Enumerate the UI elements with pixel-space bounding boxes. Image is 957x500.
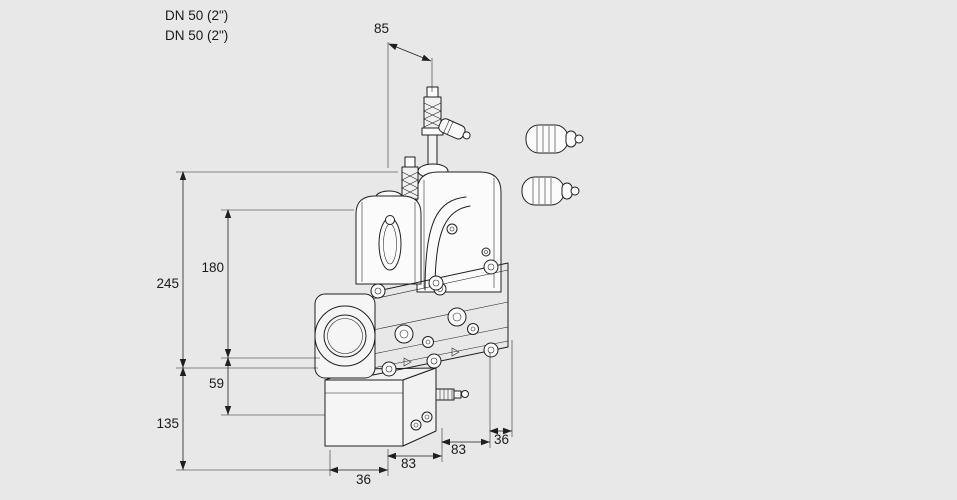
right-actuator bbox=[416, 86, 502, 293]
dim-label-bottom-height: 135 bbox=[156, 416, 179, 431]
left-valve-stem bbox=[401, 156, 419, 200]
connector-plug-1 bbox=[525, 124, 584, 154]
connector-plug-2 bbox=[521, 176, 580, 206]
flange-port bbox=[314, 305, 376, 367]
port-size-label-1: DN 50 (2") bbox=[165, 8, 228, 23]
dim-label-total-height: 245 bbox=[156, 276, 179, 291]
dim-label-bottom-mid-left: 83 bbox=[401, 456, 416, 471]
dim-line-stem-spacing bbox=[388, 43, 432, 62]
flow-arrow-1 bbox=[403, 357, 412, 367]
flow-arrow-2 bbox=[451, 347, 460, 357]
regulator-block bbox=[324, 367, 469, 447]
product-labels: DN 50 (2") DN 50 (2") bbox=[165, 8, 228, 43]
dim-label-bottom-right: 36 bbox=[494, 432, 509, 447]
dim-label-bottom-mid-right: 83 bbox=[451, 442, 466, 457]
dim-label-stem-spacing: 85 bbox=[374, 21, 389, 36]
dim-label-lower-body-height: 59 bbox=[209, 376, 224, 391]
left-actuator bbox=[355, 156, 422, 285]
inlet-flange bbox=[314, 293, 376, 379]
port-size-label-2: DN 50 (2") bbox=[165, 28, 228, 43]
dim-label-actuator-height: 180 bbox=[201, 260, 224, 275]
dimension-annotations: 85 245 180 59 135 36 83 83 36 bbox=[156, 21, 513, 487]
pilot-line-stub bbox=[435, 388, 469, 401]
dim-label-bottom-left: 36 bbox=[356, 472, 371, 487]
stem-connector bbox=[438, 118, 471, 140]
